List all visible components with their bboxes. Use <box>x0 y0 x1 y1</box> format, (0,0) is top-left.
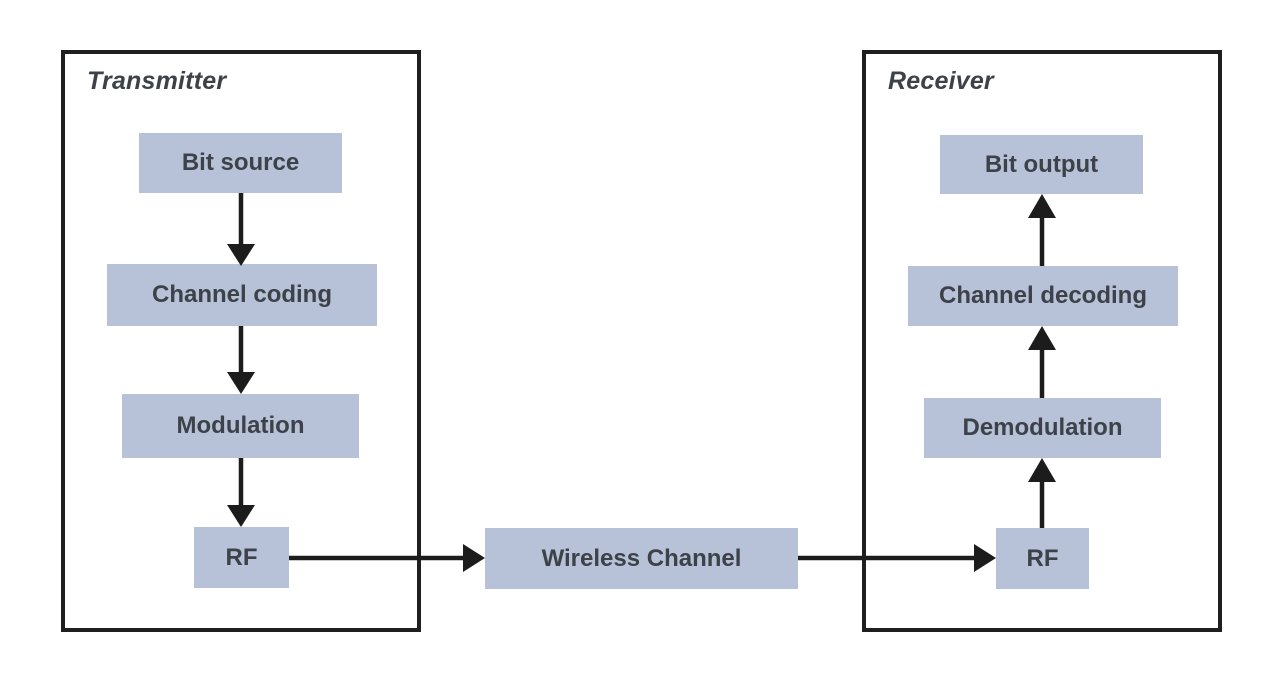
node-demodulation: Demodulation <box>924 398 1161 458</box>
receiver-group-box: Receiver <box>862 50 1222 632</box>
node-rf-receiver: RF <box>996 528 1089 589</box>
node-channel-coding: Channel coding <box>107 264 377 326</box>
receiver-title: Receiver <box>888 67 994 95</box>
node-bit-source: Bit source <box>139 133 342 193</box>
node-modulation: Modulation <box>122 394 359 458</box>
node-channel-decoding: Channel decoding <box>908 266 1178 326</box>
transmitter-group-box: Transmitter <box>61 50 421 632</box>
transmitter-title: Transmitter <box>87 67 227 95</box>
node-rf-transmitter: RF <box>194 527 289 588</box>
node-bit-output: Bit output <box>940 135 1143 194</box>
node-wireless-channel: Wireless Channel <box>485 528 798 589</box>
